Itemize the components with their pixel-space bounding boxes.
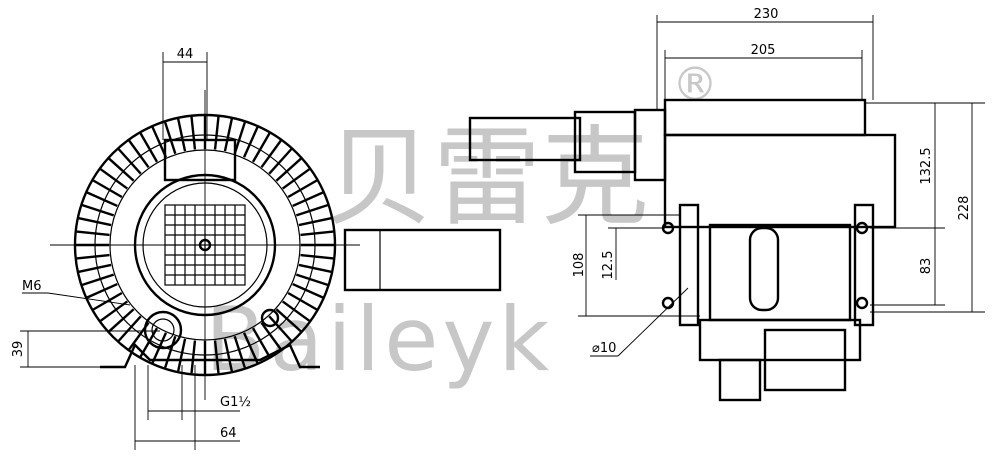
cooling-fin (223, 118, 233, 152)
dim-44: 44 (177, 47, 194, 62)
cooling-fin (292, 191, 324, 208)
dim-83: 83 (919, 258, 934, 275)
cooling-fin (92, 291, 123, 311)
dim-64: 64 (220, 426, 237, 441)
cooling-fin (76, 253, 110, 260)
cooling-fin (99, 168, 129, 190)
cooling-fin (300, 230, 334, 237)
side-view: 230 205 228 132.5 83 108 12.5 ⌀10 (468, 7, 985, 402)
cooling-fin (86, 282, 118, 299)
cooling-fin (295, 203, 329, 217)
watermark-registered: ® (672, 57, 718, 111)
cooling-fin (117, 315, 142, 342)
inlet-pipe (343, 228, 502, 292)
cooling-fin (275, 308, 302, 333)
cooling-fin (233, 335, 247, 369)
cooling-fin (78, 217, 112, 227)
cooling-fin (287, 291, 318, 311)
cooling-fin (139, 132, 159, 163)
dim-39: 39 (11, 341, 26, 358)
cooling-fin (81, 273, 115, 287)
cooling-fin (151, 126, 168, 158)
cooling-fin (190, 116, 197, 150)
dim-230: 230 (754, 7, 779, 22)
cooling-fin (300, 253, 334, 260)
watermark-chinese: 贝雷克 (325, 116, 649, 241)
cooling-fin (268, 315, 293, 342)
cooling-fin (287, 179, 318, 199)
port (143, 310, 183, 350)
cooling-fin (233, 121, 247, 155)
cooling-fin (163, 335, 177, 369)
cooling-fin (117, 148, 142, 175)
dim-12-5: 12.5 (601, 251, 616, 280)
watermark-latin: Baileyk (205, 288, 553, 391)
blower-body (663, 133, 897, 229)
cooling-fin (223, 338, 233, 372)
cooling-fin (128, 139, 150, 169)
cooling-fin (295, 273, 329, 287)
cooling-fin (242, 332, 259, 364)
cooling-fin (260, 139, 282, 169)
cooling-fin (298, 217, 332, 227)
dim-228: 228 (957, 196, 972, 221)
cooling-fin (251, 132, 271, 163)
dim-dia-10: ⌀10 (592, 341, 616, 356)
cooling-fin (163, 121, 177, 155)
cooling-fin (99, 300, 129, 322)
terminal-box (163, 138, 237, 182)
motor-cap (468, 116, 582, 162)
cooling-fin (275, 157, 302, 182)
cooling-fin (213, 116, 220, 150)
cooling-fin (251, 327, 271, 358)
cooling-fin (108, 157, 135, 182)
dim-m6: M6 (22, 279, 42, 294)
cooling-fin (76, 230, 110, 237)
cooling-fin (242, 126, 259, 158)
cooling-fin (281, 168, 311, 190)
cooling-fin (298, 263, 332, 273)
cooling-fin (177, 118, 187, 152)
cooling-fin (281, 300, 311, 322)
cooling-fin (268, 148, 293, 175)
cooling-fin (292, 282, 324, 299)
cooling-fin (190, 340, 197, 374)
front-view: 44 M6 39 G1½ 64 (11, 47, 502, 450)
dim-205: 205 (751, 43, 776, 58)
cooling-fin (86, 191, 118, 208)
cooling-fin (108, 308, 135, 333)
cooling-fin (78, 263, 112, 273)
cooling-fin (213, 340, 220, 374)
cooling-fin (81, 203, 115, 217)
dim-132-5: 132.5 (919, 147, 934, 184)
cooling-fin (260, 321, 282, 351)
dim-g1-half: G1½ (220, 395, 251, 410)
cooling-fin (177, 338, 187, 372)
cooling-fin (92, 179, 123, 199)
dim-108: 108 (572, 253, 587, 278)
